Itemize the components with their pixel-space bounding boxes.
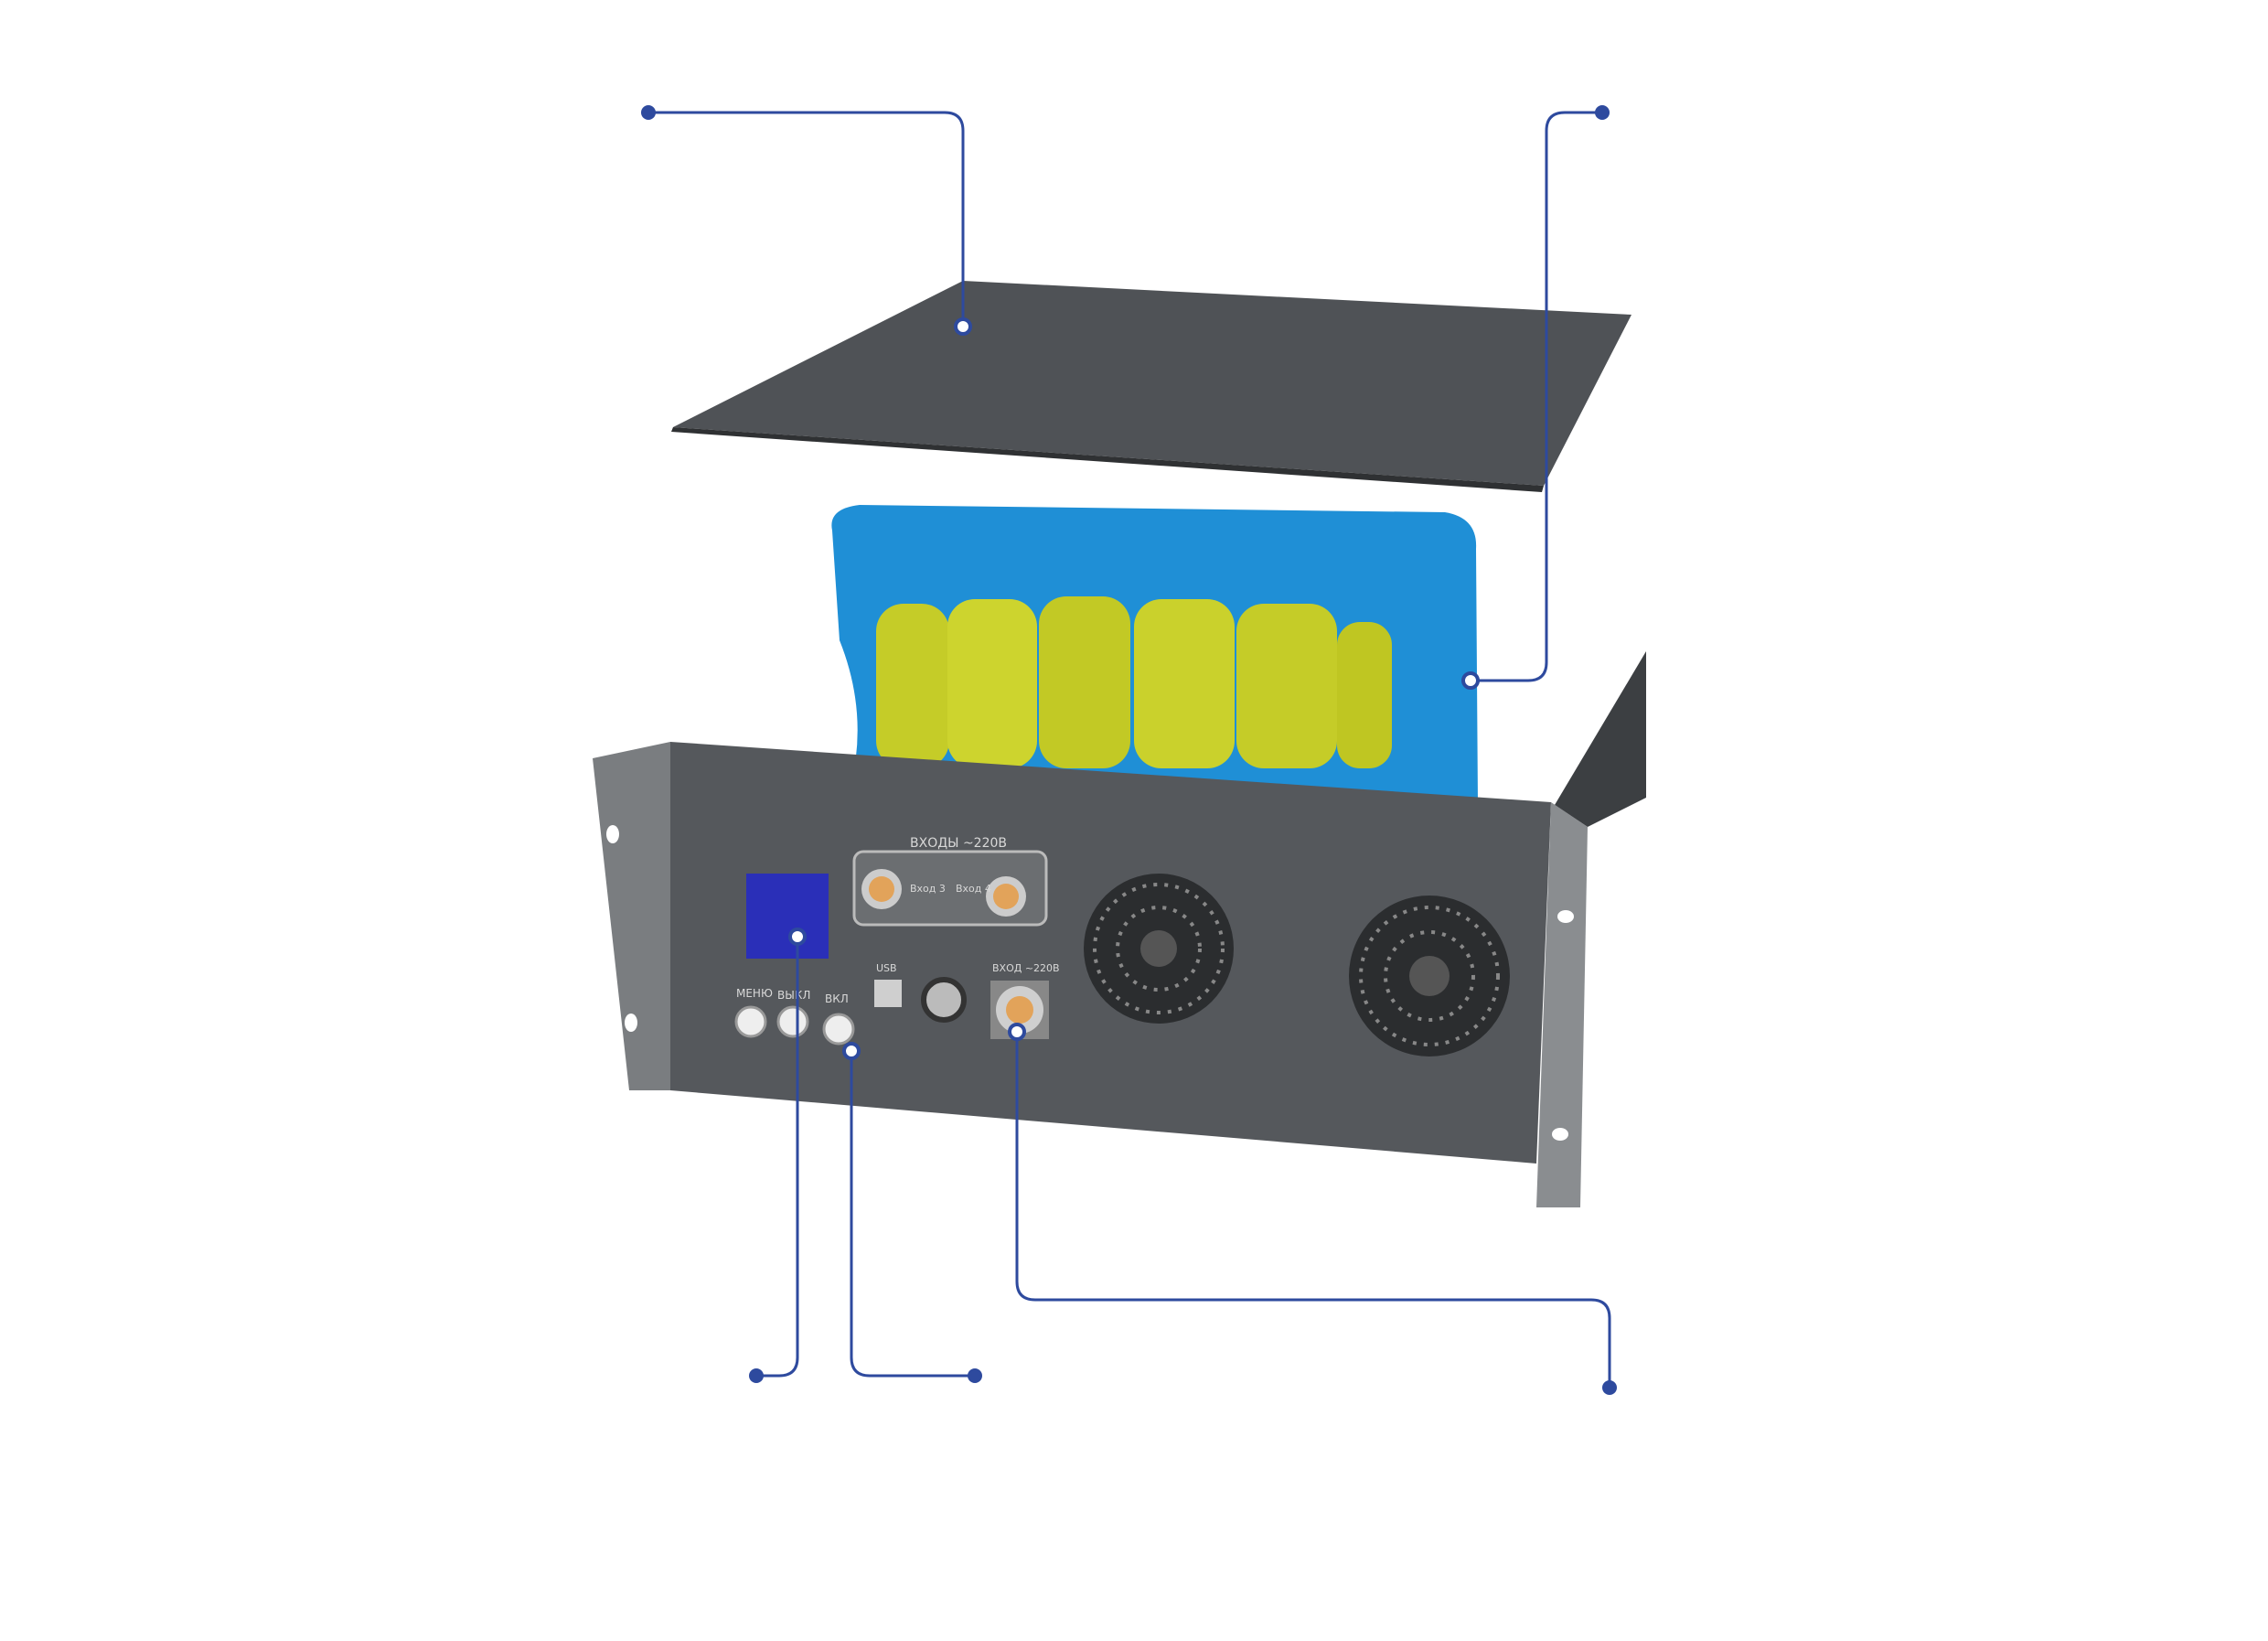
fan-2 xyxy=(1349,896,1510,1056)
callout-line-buttons xyxy=(850,1051,975,1378)
lid-edge xyxy=(671,427,1544,492)
lid-panel xyxy=(673,281,1631,486)
usb-port xyxy=(874,980,902,1007)
callout-dot-buttons[interactable] xyxy=(968,1368,982,1383)
right-rack-ear xyxy=(1536,802,1588,1207)
fan-1 xyxy=(1084,874,1234,1024)
callout-line-connector xyxy=(1015,1032,1611,1388)
callout-dot-battery[interactable] xyxy=(1595,105,1610,120)
callout-dot-lid[interactable] xyxy=(641,105,656,120)
side-wall xyxy=(1555,651,1646,827)
anchor-display xyxy=(788,928,807,946)
label-menu: МЕНЮ xyxy=(736,987,773,1000)
label-off: ВЫКЛ xyxy=(777,989,810,1002)
callout-line-display xyxy=(756,937,799,1378)
off-button xyxy=(776,1005,809,1038)
on-button xyxy=(822,1013,855,1046)
label-input3: Вход 3 xyxy=(910,883,946,895)
menu-button xyxy=(734,1005,767,1038)
label-usb: USB xyxy=(876,962,897,974)
callout-dot-connector[interactable] xyxy=(1602,1380,1617,1395)
callout-dot-display[interactable] xyxy=(749,1368,764,1383)
audio-jack xyxy=(921,977,967,1023)
label-on: ВКЛ xyxy=(825,992,849,1005)
callout-line-battery xyxy=(1471,111,1602,682)
anchor-lid xyxy=(954,317,972,336)
anchor-buttons xyxy=(842,1042,861,1060)
label-inputs: ВХОДЫ ~220В xyxy=(910,836,1007,851)
anchor-battery xyxy=(1461,671,1480,690)
label-input: ВХОД ~220В xyxy=(992,962,1060,974)
display-screen xyxy=(746,874,829,959)
anchor-connector xyxy=(1008,1023,1026,1041)
callout-line-lid xyxy=(648,111,965,327)
battery-cells xyxy=(876,596,1392,768)
label-input4: Вход 4 xyxy=(956,883,991,895)
left-rack-ear xyxy=(593,742,670,1090)
